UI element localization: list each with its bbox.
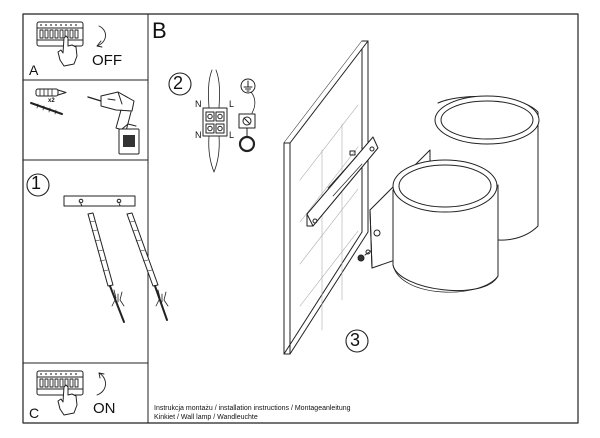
screw-icon: [30, 102, 63, 115]
panel-b-letter: B: [152, 18, 167, 43]
hand-pointing-icon: [57, 35, 78, 67]
lamp-body: [357, 95, 540, 293]
step-3-number: 3: [350, 330, 361, 350]
panel-a-letter: A: [29, 62, 39, 78]
step-3-marker: [345, 329, 369, 353]
breaker-on-illustration: [36, 370, 84, 396]
anchor-quantity: x2: [48, 98, 55, 104]
wire-live-bottom: L: [229, 130, 235, 140]
hand-pointing-on-icon: [57, 384, 78, 416]
wall-plug-icon: [35, 88, 67, 97]
step-1-number: 1: [31, 173, 42, 193]
step-1-illustration: [26, 173, 169, 323]
wire-live-top: L: [229, 99, 235, 109]
panel-c-letter: C: [29, 405, 40, 421]
switch-on-label: ON: [93, 400, 116, 417]
switch-off-label: OFF: [92, 52, 122, 69]
drill-icon: [87, 91, 140, 155]
step-2-number: 2: [173, 73, 184, 93]
step-2-illustration: [168, 69, 256, 173]
wire-neutral-top: N: [195, 99, 202, 109]
footer-instructions: Instrukcja montażu / installation instru…: [154, 405, 351, 412]
breaker-off-illustration: [36, 21, 84, 47]
mounting-bracket: [306, 136, 379, 227]
arrow-off-icon: [96, 25, 106, 47]
wire-neutral-bottom: N: [195, 130, 202, 140]
arrow-on-icon: [96, 372, 106, 396]
panel-frames: [22, 13, 579, 424]
footer-product: Kinkiet / Wall lamp / Wandleuchte: [154, 414, 258, 421]
